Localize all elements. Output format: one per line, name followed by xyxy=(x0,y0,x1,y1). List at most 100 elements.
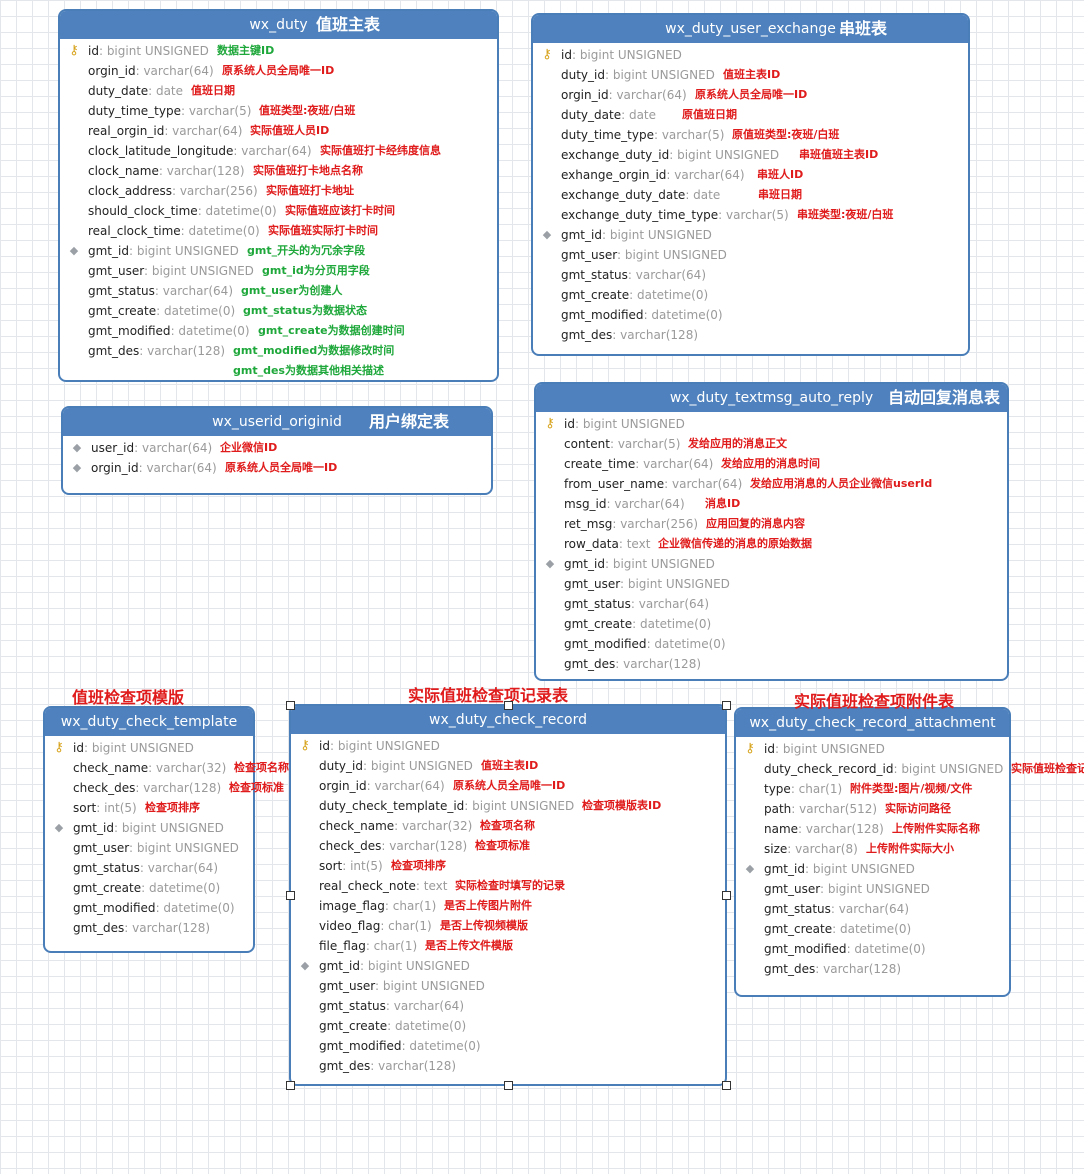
field-row[interactable]: gmt_user: bigint UNSIGNED xyxy=(533,245,968,265)
field-row[interactable]: gmt_modified: datetime(0)gmt_create为数据创建… xyxy=(60,321,497,341)
field-row[interactable]: gmt_des: varchar(128) xyxy=(45,918,253,938)
field-row[interactable]: gmt_create: datetime(0) xyxy=(533,285,968,305)
field-row[interactable]: gmt_des: varchar(128)gmt_modified为数据修改时间 xyxy=(60,341,497,361)
field-row[interactable]: gmt_modified: datetime(0) xyxy=(533,305,968,325)
field-row[interactable]: check_name: varchar(32)检查项名称 xyxy=(45,758,289,778)
field-row[interactable]: file_flag: char(1)是否上传文件模版 xyxy=(291,936,725,956)
field-row[interactable]: name: varchar(128)上传附件实际名称 xyxy=(736,819,1009,839)
field-row[interactable]: msg_id: varchar(64)消息ID xyxy=(536,494,1007,514)
table-wx-duty-check-record[interactable]: wx_duty_check_record⚷id: bigint UNSIGNED… xyxy=(289,704,727,1086)
field-row[interactable]: ◆user_id: varchar(64)企业微信ID xyxy=(63,438,491,458)
field-row[interactable]: gmt_modified: datetime(0) xyxy=(291,1036,725,1056)
field-row[interactable]: ⚷id: bigint UNSIGNED xyxy=(291,736,725,756)
field-row[interactable]: ⚷id: bigint UNSIGNED xyxy=(736,739,1009,759)
field-row[interactable]: check_des: varchar(128)检查项标准 xyxy=(45,778,284,798)
field-row[interactable]: real_orgin_id: varchar(64)实际值班人员ID xyxy=(60,121,497,141)
field-row[interactable]: gmt_status: varchar(64) xyxy=(536,594,1007,614)
field-row[interactable]: gmt_status: varchar(64) xyxy=(45,858,253,878)
field-row[interactable]: ◆gmt_id: bigint UNSIGNED xyxy=(533,225,968,245)
field-row[interactable]: from_user_name: varchar(64)发给应用消息的人员企业微信… xyxy=(536,474,1007,494)
field-row[interactable]: gmt_create: datetime(0) xyxy=(736,919,1009,939)
field-row[interactable]: ◆gmt_id: bigint UNSIGNED xyxy=(736,859,1009,879)
field-row[interactable]: sort: int(5)检查项排序 xyxy=(291,856,725,876)
field-row[interactable]: clock_name: varchar(128)实际值班打卡地点名称 xyxy=(60,161,497,181)
field-row[interactable]: ⚷id: bigint UNSIGNED xyxy=(45,738,253,758)
field-row[interactable]: gmt_create: datetime(0) xyxy=(45,878,253,898)
field-row[interactable]: orgin_id: varchar(64)原系统人员全局唯一ID xyxy=(291,776,725,796)
table-wx-duty-check-template[interactable]: wx_duty_check_template⚷id: bigint UNSIGN… xyxy=(43,706,289,953)
field-row[interactable]: create_time: varchar(64)发给应用的消息时间 xyxy=(536,454,1007,474)
field-row[interactable]: ⚷id: bigint UNSIGNED xyxy=(533,45,968,65)
table-header[interactable]: wx_duty_check_template xyxy=(45,708,253,736)
field-row[interactable]: should_clock_time: datetime(0)实际值班应该打卡时间 xyxy=(60,201,497,221)
field-row[interactable]: sort: int(5)检查项排序 xyxy=(45,798,253,818)
field-row[interactable]: duty_time_type: varchar(5)值班类型:夜班/白班 xyxy=(60,101,497,121)
field-row[interactable]: gmt_modified: datetime(0) xyxy=(45,898,253,918)
resize-handle-bl[interactable] xyxy=(286,1081,295,1090)
field-row[interactable]: gmt_create: datetime(0) xyxy=(291,1016,725,1036)
resize-handle-tl[interactable] xyxy=(286,701,295,710)
field-row[interactable]: check_des: varchar(128)检查项标准 xyxy=(291,836,725,856)
field-row[interactable]: orgin_id: varchar(64)原系统人员全局唯一ID xyxy=(60,61,497,81)
field-row[interactable]: size: varchar(8)上传附件实际大小 xyxy=(736,839,1009,859)
resize-handle-ml[interactable] xyxy=(286,891,295,900)
field-row[interactable]: video_flag: char(1)是否上传视频模版 xyxy=(291,916,725,936)
field-row[interactable]: ◆gmt_id: bigint UNSIGNED xyxy=(45,818,253,838)
field-row[interactable]: gmt_user: bigint UNSIGNED xyxy=(45,838,253,858)
field-row[interactable]: gmt_des: varchar(128) xyxy=(536,654,1007,674)
field-row[interactable]: ◆gmt_id: bigint UNSIGNED xyxy=(291,956,725,976)
field-row[interactable]: image_flag: char(1)是否上传图片附件 xyxy=(291,896,725,916)
field-row[interactable]: clock_latitude_longitude: varchar(64)实际值… xyxy=(60,141,497,161)
field-row[interactable]: orgin_id: varchar(64)原系统人员全局唯一ID xyxy=(533,85,968,105)
field-row[interactable]: gmt_user: bigint UNSIGNED xyxy=(536,574,1007,594)
field-row[interactable]: ◆gmt_id: bigint UNSIGNED xyxy=(536,554,1007,574)
field-row[interactable]: check_name: varchar(32)检查项名称 xyxy=(291,816,725,836)
field-row[interactable]: gmt_modified: datetime(0) xyxy=(536,634,1007,654)
field-row[interactable]: gmt_des: varchar(128) xyxy=(736,959,1009,979)
resize-handle-tm[interactable] xyxy=(504,701,513,710)
field-row[interactable]: exhange_orgin_id: varchar(64)串班人ID xyxy=(533,165,968,185)
field-row[interactable]: gmt_status: varchar(64) xyxy=(291,996,725,1016)
field-row[interactable]: ◆orgin_id: varchar(64)原系统人员全局唯一ID xyxy=(63,458,491,478)
resize-handle-mr[interactable] xyxy=(722,891,731,900)
field-row[interactable]: gmt_modified: datetime(0) xyxy=(736,939,1009,959)
field-row[interactable]: gmt_des: varchar(128) xyxy=(533,325,968,345)
field-row[interactable]: gmt_status: varchar(64)gmt_user为创建人 xyxy=(60,281,497,301)
field-row[interactable]: exchange_duty_time_type: varchar(5)串班类型:… xyxy=(533,205,968,225)
field-row[interactable]: clock_address: varchar(256)实际值班打卡地址 xyxy=(60,181,497,201)
field-row[interactable]: gmt_status: varchar(64) xyxy=(736,899,1009,919)
field-row[interactable]: ret_msg: varchar(256)应用回复的消息内容 xyxy=(536,514,1007,534)
field-row[interactable]: gmt_des: varchar(128) xyxy=(291,1056,725,1076)
field-row[interactable]: type: char(1)附件类型:图片/视频/文件 xyxy=(736,779,1009,799)
field-row[interactable]: gmt_user: bigint UNSIGNED xyxy=(291,976,725,996)
table-header[interactable]: wx_duty_check_record_attachment xyxy=(736,709,1009,737)
field-row[interactable]: path: varchar(512)实际访问路径 xyxy=(736,799,1009,819)
field-row[interactable]: ⚷id: bigint UNSIGNED xyxy=(536,414,1007,434)
table-wx-duty-check-record-attachment[interactable]: wx_duty_check_record_attachment⚷id: bigi… xyxy=(734,707,1084,997)
resize-handle-bm[interactable] xyxy=(504,1081,513,1090)
table-header[interactable]: wx_duty_check_record xyxy=(291,706,725,734)
field-row[interactable]: gmt_user: bigint UNSIGNED xyxy=(736,879,1009,899)
field-row[interactable]: real_clock_time: datetime(0)实际值班实际打卡时间 xyxy=(60,221,497,241)
resize-handle-br[interactable] xyxy=(722,1081,731,1090)
field-row[interactable]: gmt_status: varchar(64) xyxy=(533,265,968,285)
